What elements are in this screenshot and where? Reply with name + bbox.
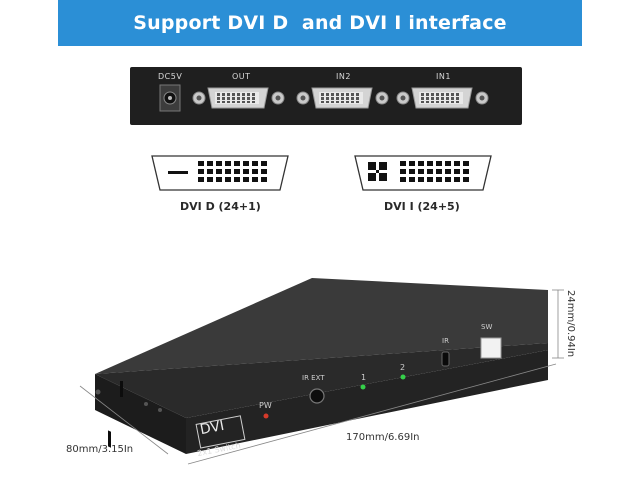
input2-led-icon [400, 374, 406, 380]
ir-ext-jack-icon [309, 388, 325, 404]
width-dimension: 170mm/6.69In [346, 432, 420, 443]
device-front [186, 350, 548, 454]
switch-button[interactable] [480, 337, 502, 359]
ir-receiver-icon [441, 351, 450, 367]
out-port-label: OUT [232, 72, 251, 81]
dc5v-label: DC5V [158, 72, 183, 81]
input1-label: 1 [361, 373, 367, 382]
connector-type-diagrams [151, 155, 492, 191]
dimension-lines [79, 289, 564, 465]
dvi-d-connector-icon [151, 155, 289, 191]
device-top [95, 278, 548, 374]
input1-led-icon [360, 384, 366, 390]
dvi-out-port-icon [192, 87, 285, 109]
pw-label: PW [259, 401, 272, 410]
dvi-i-label: DVI I (24+5) [384, 200, 460, 213]
ir-label: IR [442, 337, 449, 345]
rear-panel-ports-drawing [159, 84, 489, 112]
device-side [95, 374, 186, 454]
dvi-in1-port-icon [396, 87, 489, 109]
ir-ext-label: IR EXT [302, 374, 325, 382]
in1-port-label: IN1 [436, 72, 451, 81]
device-illustration [79, 278, 564, 465]
rear-panel: DC5V OUT IN2 IN1 [130, 67, 522, 125]
in2-port-label: IN2 [336, 72, 351, 81]
dvi-i-connector-icon [354, 155, 492, 191]
title-banner: Support DVI D and DVI I interface [58, 0, 582, 46]
banner-title: Support DVI D and DVI I interface [133, 12, 507, 34]
dvi-d-label: DVI D (24+1) [180, 200, 261, 213]
power-led-icon [263, 413, 269, 419]
height-dimension: 24mm/0.94In [565, 290, 576, 358]
sw-label: SW [481, 323, 493, 331]
input2-label: 2 [400, 363, 406, 372]
depth-dimension: 80mm/3.15In [66, 444, 134, 455]
dvi-in2-port-icon [296, 87, 389, 109]
dc-jack-icon [159, 84, 181, 112]
dvi-logo-box [195, 415, 246, 449]
